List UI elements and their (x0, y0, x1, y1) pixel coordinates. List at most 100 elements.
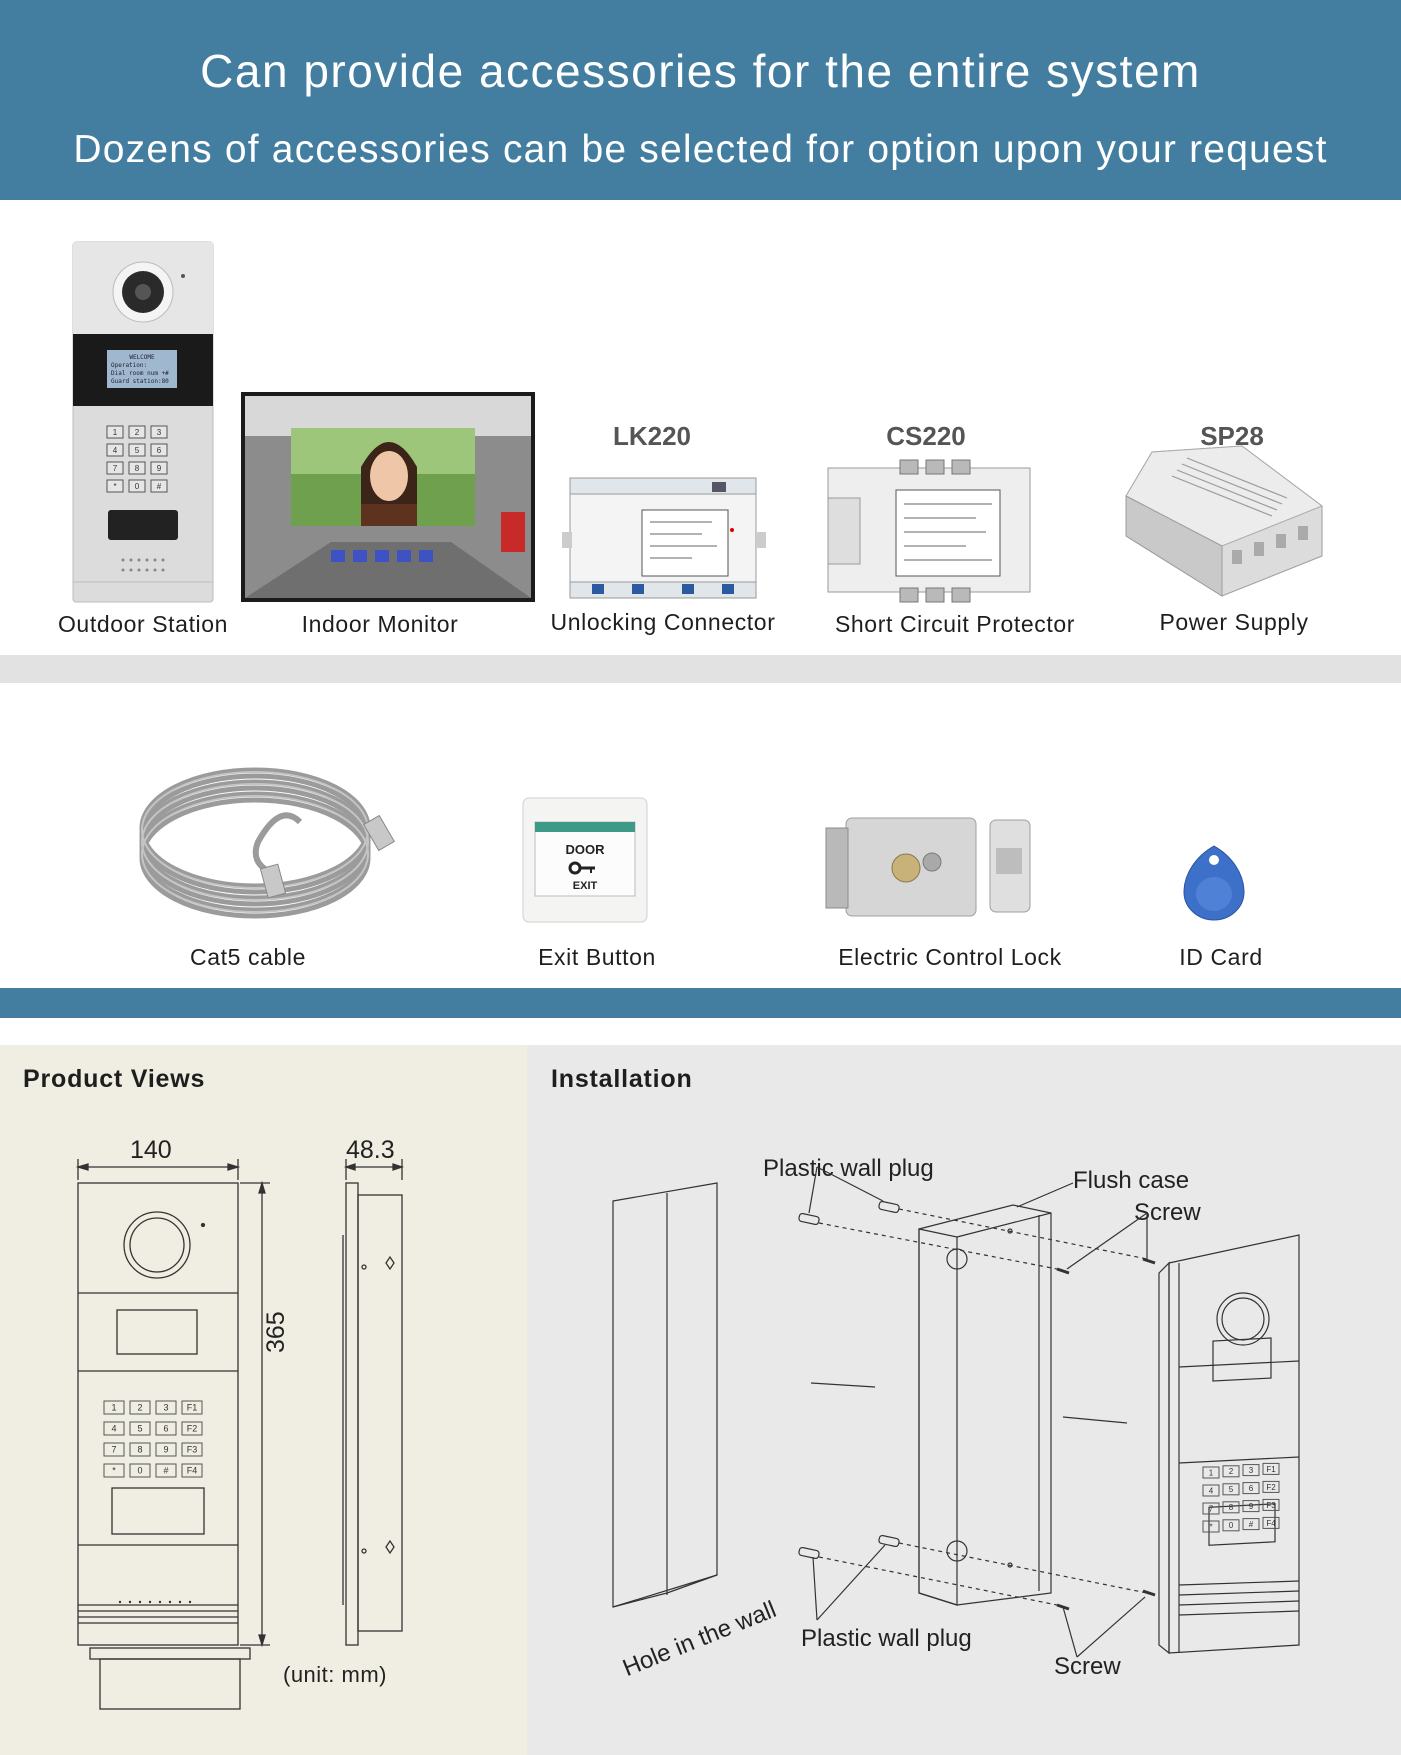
keypad-key (103, 1400, 125, 1415)
callout-plastic-wall-plug-top: Plastic wall plug (763, 1155, 934, 1182)
outdoor-screen-line-1: WELCOME (129, 354, 155, 361)
keypad-key-label: F2 (1266, 1483, 1276, 1492)
keypad-key-label: F1 (187, 1403, 198, 1413)
keypad-key (129, 1421, 151, 1436)
keypad-key-label: 9 (157, 464, 162, 473)
outdoor-screen-line-4: Guard station:80 (111, 378, 169, 385)
keypad-key-label: 1 (111, 1403, 116, 1413)
keypad-key (181, 1442, 203, 1457)
keypad-key-label: 9 (163, 1445, 168, 1455)
keypad-key-label: 5 (137, 1424, 142, 1434)
keypad-key (181, 1400, 203, 1415)
keypad-key-label: 9 (1249, 1502, 1254, 1511)
product-views-title: Product Views (23, 1065, 206, 1093)
keypad-key (1242, 1518, 1260, 1531)
cat5-cable-image (139, 767, 395, 919)
keypad-key-label: # (157, 482, 162, 491)
keypad-key (129, 1463, 151, 1478)
keypad-key (155, 1463, 177, 1478)
separator-gray (0, 655, 1401, 683)
power-supply-image (1125, 445, 1324, 597)
label-indoor-monitor: Indoor Monitor (301, 611, 459, 637)
keypad-key-label: 3 (157, 428, 162, 437)
keypad-key-label: 3 (1249, 1466, 1254, 1475)
keypad-key-label: 3 (163, 1403, 168, 1413)
keypad-key (106, 479, 124, 493)
keypad-key (106, 425, 124, 439)
indoor-monitor-image (241, 392, 535, 602)
outdoor-screen-line-2: Operation: (111, 362, 147, 369)
label-electric-control-lock: Electric Control Lock (838, 944, 1062, 970)
keypad-key-label: 2 (135, 428, 140, 437)
keypad-key (1202, 1520, 1220, 1533)
page-subtitle: Dozens of accessories can be selected fo… (73, 128, 1328, 171)
keypad-key (128, 479, 146, 493)
keypad-key-label: F3 (187, 1445, 198, 1455)
outdoor-station-image: WELCOME Operation: Dial room num +# Guar… (72, 241, 214, 603)
keypad-key-label: 8 (135, 464, 140, 473)
keypad-key-label: 4 (1209, 1486, 1214, 1495)
keypad-key-label: 0 (137, 1466, 142, 1476)
dimension-depth: 48.3 (346, 1136, 395, 1164)
label-exit-button: Exit Button (538, 944, 656, 970)
header-banner: Can provide accessories for the entire s… (0, 0, 1401, 200)
installation-title: Installation (551, 1065, 693, 1093)
keypad-key-label: 5 (1229, 1485, 1234, 1494)
keypad-key-label: 7 (1209, 1504, 1214, 1513)
keypad-key (1222, 1501, 1240, 1514)
outdoor-screen-line-3: Dial room num +# (111, 370, 169, 377)
keypad-key (1262, 1498, 1280, 1511)
keypad-key (103, 1421, 125, 1436)
keypad-key (1242, 1464, 1260, 1477)
keypad-key-label: F2 (187, 1424, 198, 1434)
electric-lock-image (825, 817, 1031, 917)
keypad-key-label: 8 (137, 1445, 142, 1455)
keypad-key (129, 1400, 151, 1415)
keypad-key (150, 461, 168, 475)
callout-screw-bottom: Screw (1054, 1653, 1121, 1680)
keypad-key (128, 443, 146, 457)
keypad-key-label: 6 (163, 1424, 168, 1434)
keypad-key (155, 1400, 177, 1415)
keypad-key (106, 461, 124, 475)
keypad-key (1222, 1465, 1240, 1478)
keypad-key (181, 1421, 203, 1436)
keypad-key (1242, 1482, 1260, 1495)
keypad-key-label: 0 (135, 482, 140, 491)
keypad-key (106, 443, 124, 457)
callout-flush-case: Flush case (1073, 1167, 1190, 1194)
keypad-key-label: 1 (113, 428, 118, 437)
keypad-key (150, 479, 168, 493)
products-row-2 (0, 683, 1401, 988)
keypad-key (150, 425, 168, 439)
keypad-key-label: * (1209, 1522, 1212, 1531)
unlocking-connector-image (562, 477, 766, 599)
keypad-key-label: 6 (157, 446, 162, 455)
keypad-key (103, 1442, 125, 1457)
label-power-supply: Power Supply (1159, 609, 1309, 635)
keypad-key (1262, 1516, 1280, 1529)
page-title: Can provide accessories for the entire s… (200, 45, 1201, 97)
keypad-key-label: 4 (113, 446, 118, 455)
id-card-image (1183, 845, 1245, 921)
label-unlocking-connector: Unlocking Connector (550, 609, 776, 635)
keypad-key (1222, 1483, 1240, 1496)
keypad-key-label: 6 (1249, 1484, 1254, 1493)
keypad-key (150, 443, 168, 457)
keypad-key-label: F4 (187, 1466, 198, 1476)
exit-button-door-text: DOOR (566, 842, 606, 857)
keypad-key (155, 1442, 177, 1457)
keypad-key-label: F1 (1266, 1465, 1276, 1474)
keypad-key (1202, 1466, 1220, 1479)
keypad-key-label: # (1249, 1520, 1254, 1529)
dimension-width: 140 (130, 1136, 172, 1164)
keypad-key-label: * (113, 482, 116, 491)
keypad-key-label: 2 (1229, 1467, 1234, 1476)
callout-plastic-wall-plug-bottom: Plastic wall plug (801, 1625, 972, 1652)
keypad-key (181, 1463, 203, 1478)
keypad-key-label: 0 (1229, 1521, 1234, 1530)
keypad-key (129, 1442, 151, 1457)
keypad-key-label: F3 (1266, 1501, 1276, 1510)
